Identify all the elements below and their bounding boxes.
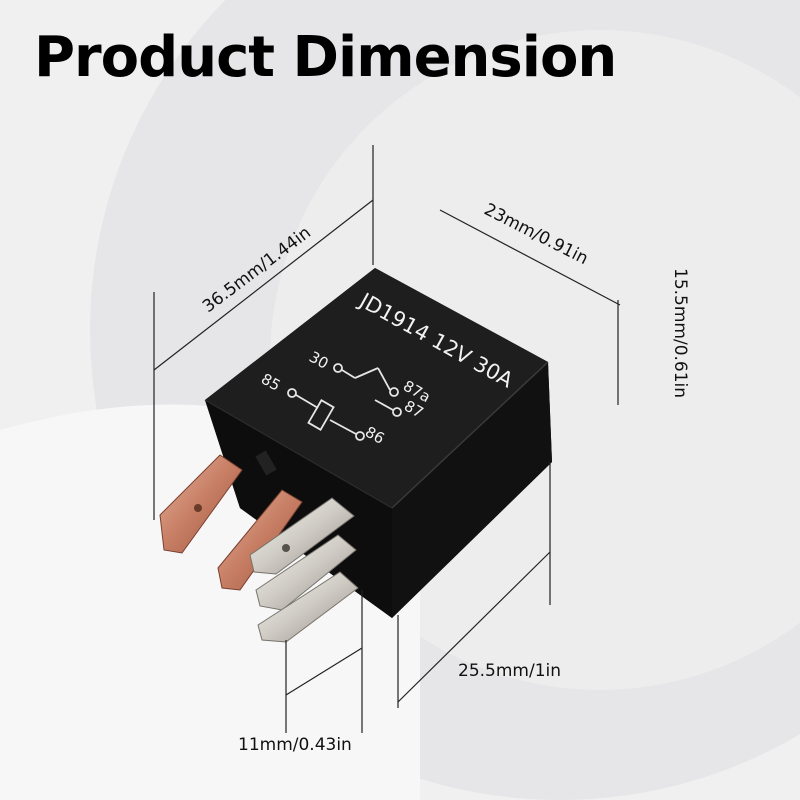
dimension-width-label: 23mm/0.91in [481, 200, 592, 270]
dimension-base-label: 25.5mm/1in [458, 661, 561, 681]
relay-terminals [159, 454, 359, 643]
terminal-silver-1 [249, 497, 355, 575]
terminal-copper-1 [159, 454, 243, 554]
dimension-lines [153, 145, 621, 733]
dimension-height-label: 15.5mm/0.61in [670, 268, 690, 398]
terminal-silver-2 [255, 534, 357, 611]
page-title: Product Dimension [34, 25, 617, 90]
relay-wiring-symbol [287, 363, 402, 441]
terminal-silver-3 [257, 571, 359, 643]
dimension-length-label: 36.5mm/1.44in [199, 223, 315, 317]
dimension-terminal-label: 11mm/0.43in [238, 735, 352, 755]
